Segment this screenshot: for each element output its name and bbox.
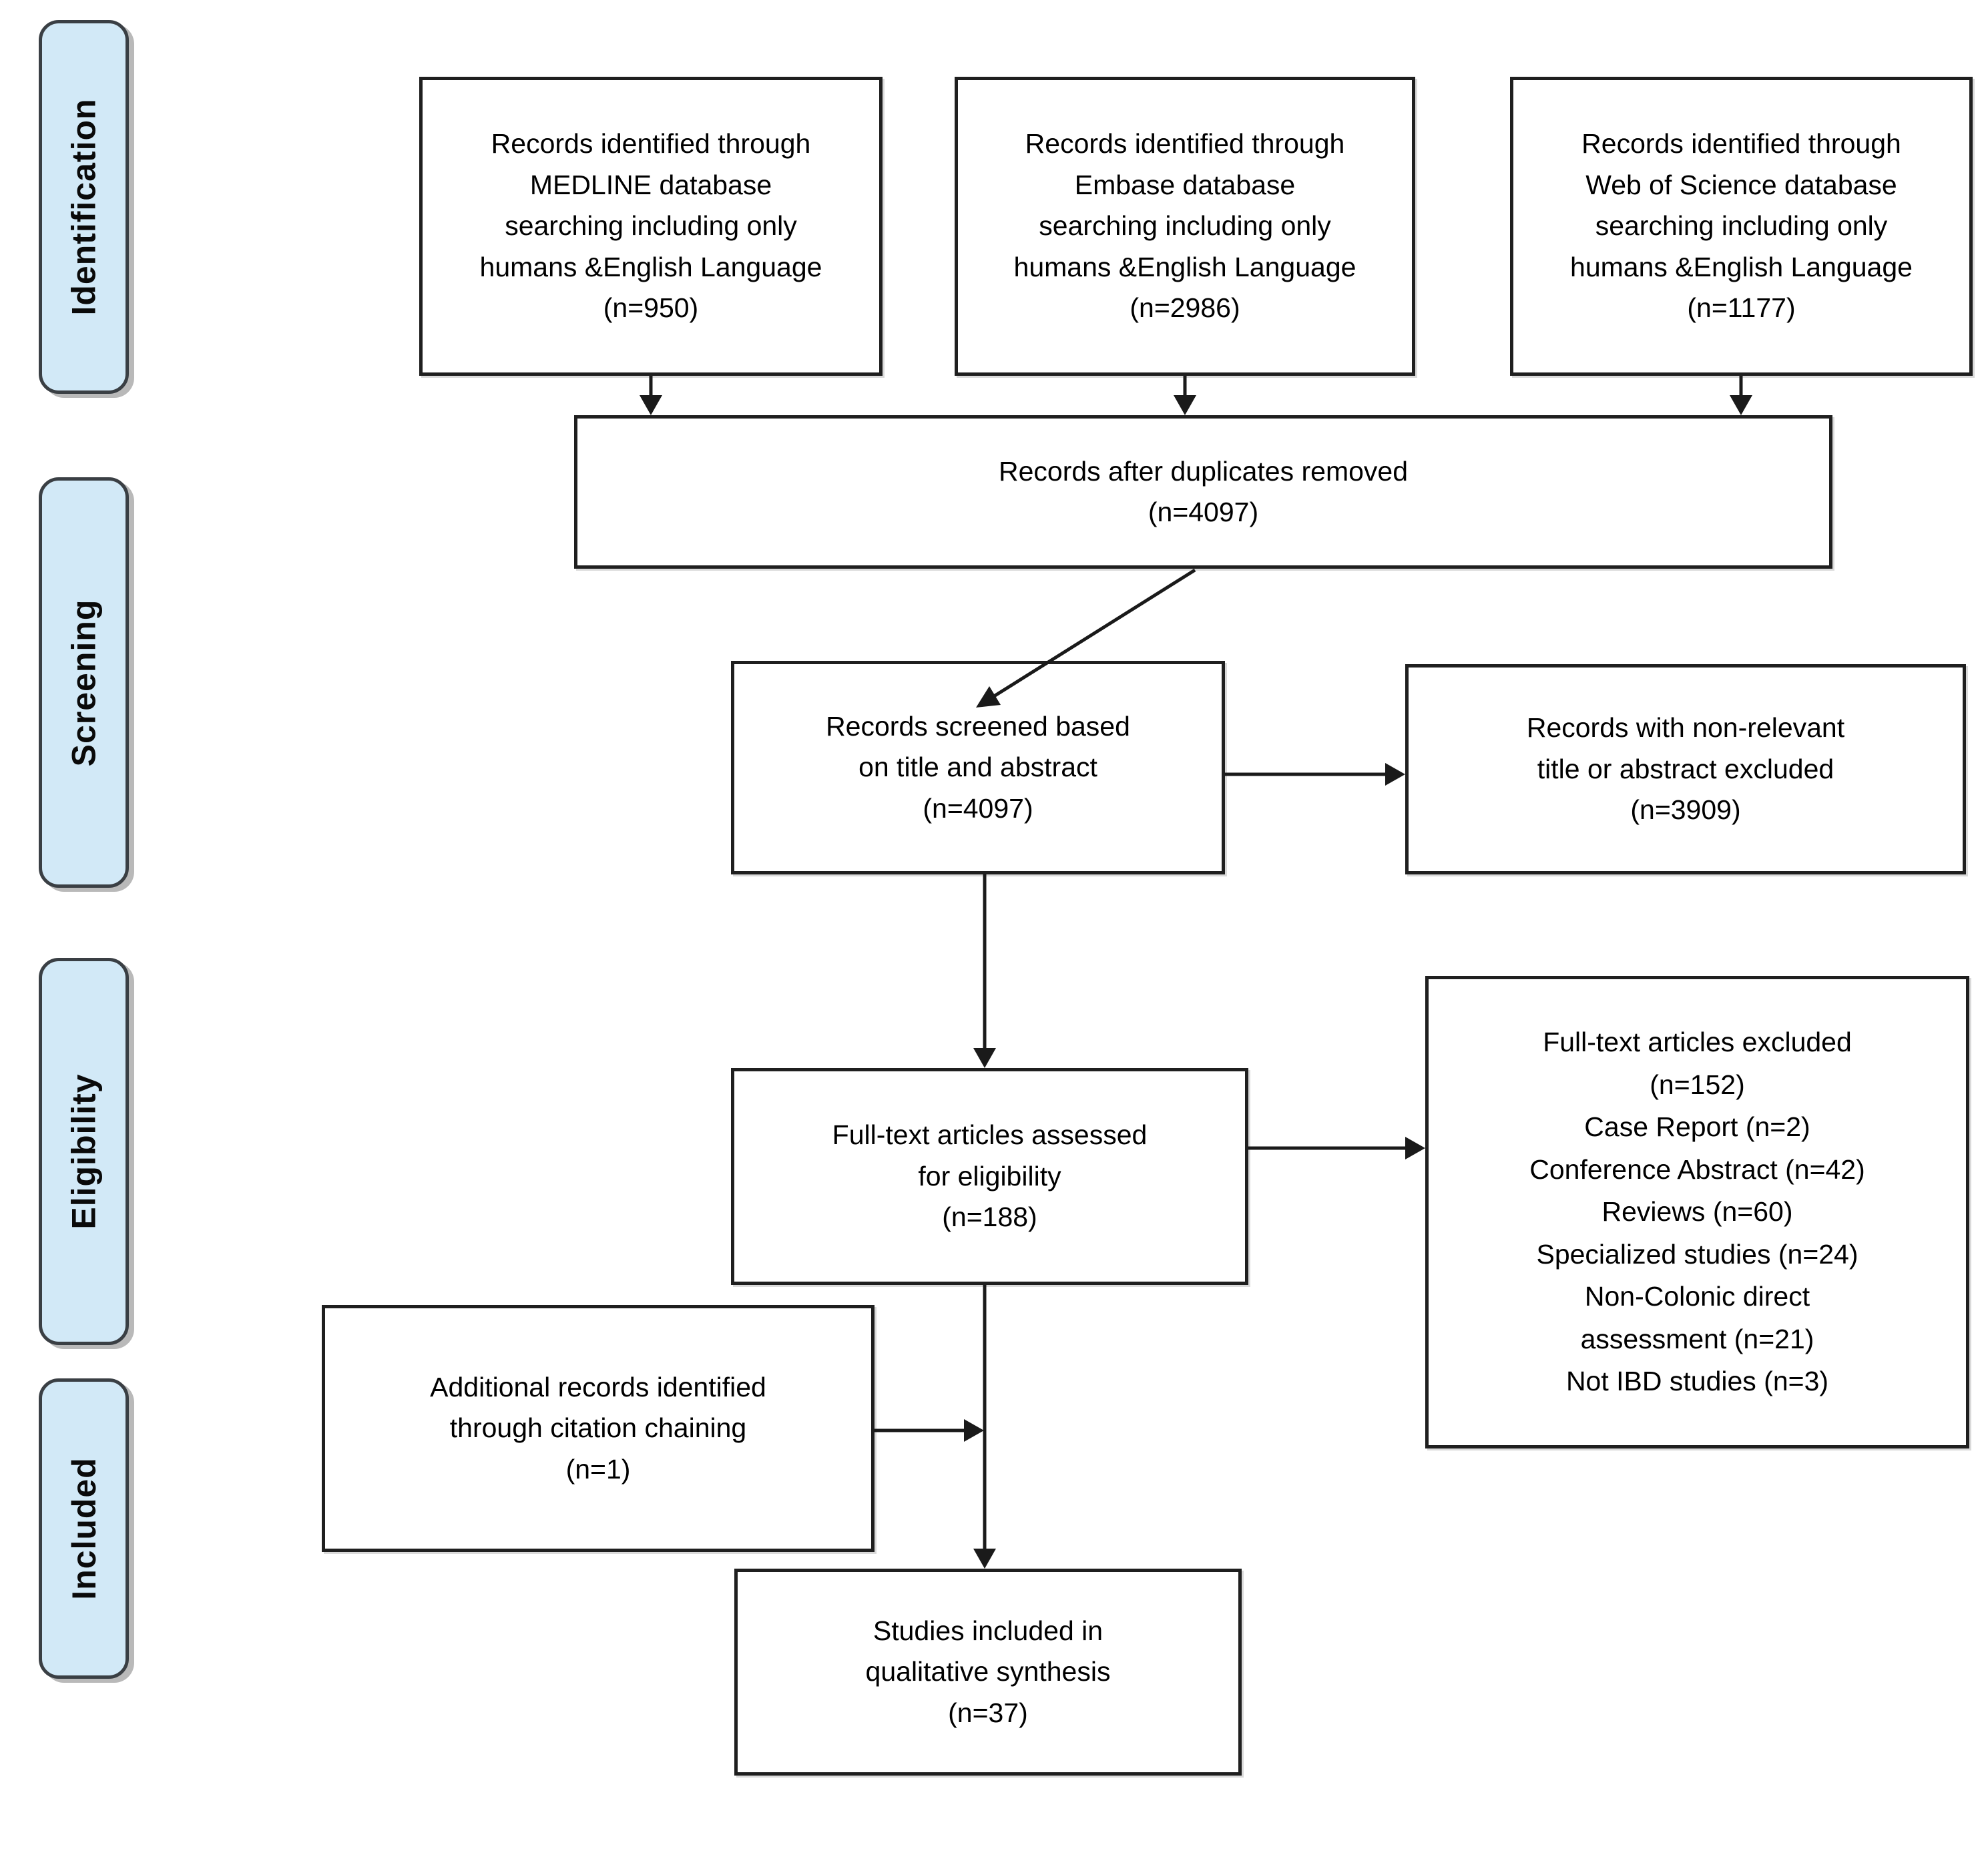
box-records-screened: Records screened based on title and abst… — [731, 661, 1225, 874]
arrow-screened-to-fulltext — [973, 874, 996, 1068]
arrow-fulltext-to-included — [973, 1285, 996, 1569]
box-records-web-of-science: Records identified through Web of Scienc… — [1510, 77, 1973, 376]
stage-eligibility: Eligibility — [39, 958, 129, 1345]
arrow-medline-to-duplicates — [640, 376, 662, 415]
arrow-embase-to-duplicates — [1174, 376, 1196, 415]
box-additional-citation-chaining: Additional records identified through ci… — [322, 1305, 875, 1552]
arrow-wos-to-duplicates — [1730, 376, 1752, 415]
stage-screening: Screening — [39, 477, 129, 888]
box-records-embase: Records identified through Embase databa… — [955, 77, 1415, 376]
stage-eligibility-label: Eligibility — [65, 1073, 103, 1230]
box-screen-excluded: Records with non-relevant title or abstr… — [1405, 664, 1966, 874]
box-studies-included: Studies included in qualitative synthesi… — [734, 1569, 1242, 1776]
arrow-screened-to-screen-excluded — [1225, 763, 1405, 786]
arrow-fulltext-to-fulltext-excluded — [1248, 1137, 1425, 1159]
box-fulltext-excluded: Full-text articles excluded (n=152) Case… — [1425, 976, 1969, 1448]
box-fulltext-assessed: Full-text articles assessed for eligibil… — [731, 1068, 1248, 1285]
stage-included-label: Included — [65, 1457, 103, 1600]
stage-included: Included — [39, 1378, 129, 1679]
box-after-duplicates-removed: Records after duplicates removed (n=4097… — [574, 415, 1832, 569]
stage-identification: Identification — [39, 20, 129, 394]
box-records-medline: Records identified through MEDLINE datab… — [419, 77, 883, 376]
stage-screening-label: Screening — [65, 599, 103, 766]
stage-identification-label: Identification — [65, 98, 103, 316]
arrow-additional-join — [875, 1419, 984, 1442]
